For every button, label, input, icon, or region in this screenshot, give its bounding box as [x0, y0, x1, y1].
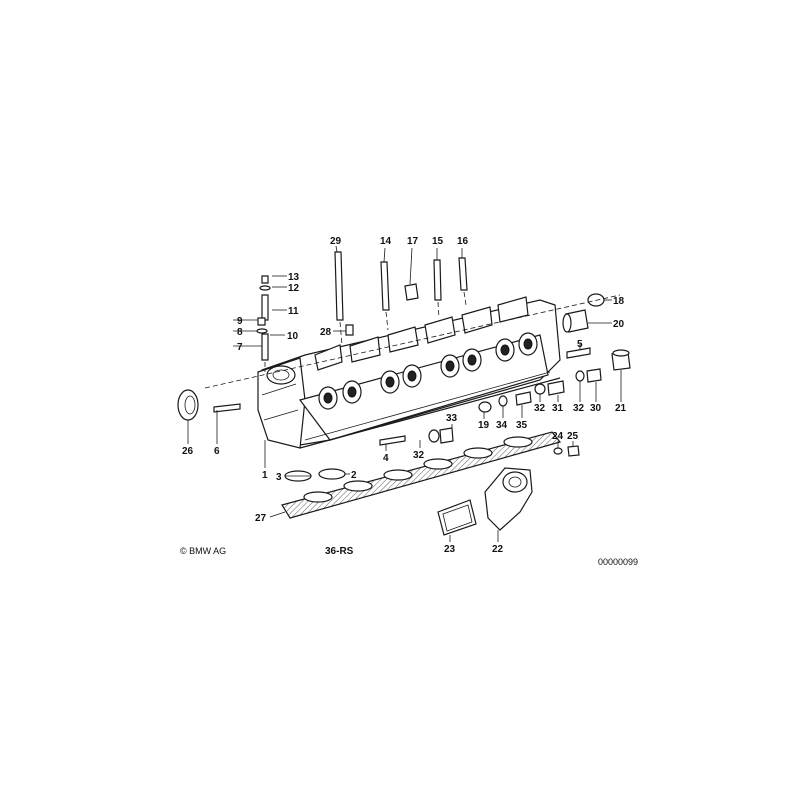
- callout-22: 22: [492, 544, 504, 555]
- callout-6: 6: [214, 446, 220, 457]
- nut-17: [404, 283, 419, 301]
- callout-16: 16: [457, 236, 469, 247]
- ring-2: [318, 468, 346, 480]
- callout-18: 18: [613, 296, 625, 307]
- callout-32-lower: 32: [413, 450, 425, 461]
- sleeve-20: [562, 309, 589, 333]
- callout-26: 26: [182, 446, 194, 457]
- fitting-21: [611, 349, 631, 371]
- callout-17: 17: [407, 236, 419, 247]
- callout-31: 31: [552, 403, 564, 414]
- stud-assembly-left: [256, 275, 271, 372]
- callout-30: 30: [590, 403, 602, 414]
- callout-20: 20: [613, 319, 625, 330]
- callout-29: 29: [330, 236, 342, 247]
- pin-4: [379, 435, 406, 446]
- callout-32-right: 32: [573, 403, 585, 414]
- callout-25: 25: [567, 431, 579, 442]
- callout-9: 9: [237, 316, 243, 327]
- stud-14: [380, 261, 390, 311]
- callout-15: 15: [432, 236, 444, 247]
- callout-5: 5: [577, 339, 583, 350]
- stud-16: [458, 257, 468, 291]
- stud-15: [433, 259, 442, 301]
- bolt-29: [334, 251, 344, 321]
- copyright-caption: © BMW AG: [180, 546, 226, 556]
- callout-2: 2: [351, 470, 357, 481]
- callout-7: 7: [237, 342, 243, 353]
- plug-set-right: [478, 368, 602, 413]
- washer-24: [553, 447, 563, 455]
- callout-3: 3: [276, 472, 282, 483]
- callout-24: 24: [552, 431, 564, 442]
- housing-22: [484, 467, 533, 531]
- callout-12: 12: [288, 283, 300, 294]
- image-number: 00000099: [598, 557, 638, 567]
- callout-35: 35: [516, 420, 528, 431]
- callout-13: 13: [288, 272, 300, 283]
- shaft-seal: [177, 389, 199, 421]
- callout-11: 11: [288, 306, 299, 317]
- port-openings: [318, 332, 538, 410]
- callout-27: 27: [255, 513, 267, 524]
- callout-34: 34: [496, 420, 508, 431]
- callout-labels: 29 14 17 15 16 13 12 11 9 10 8 28 7 18 2…: [182, 236, 627, 555]
- callout-19: 19: [478, 420, 490, 431]
- callout-4: 4: [383, 453, 389, 464]
- screw-5: [566, 347, 591, 359]
- bearing-towers: [314, 296, 529, 371]
- callout-21: 21: [615, 403, 627, 414]
- sleeve-28: [345, 324, 354, 336]
- callout-1: 1: [262, 470, 268, 481]
- leader-lines: [187, 245, 622, 542]
- callout-33: 33: [446, 413, 458, 424]
- callout-23: 23: [444, 544, 456, 555]
- dowel-pin: [213, 403, 241, 413]
- group-caption: 36-RS: [325, 546, 354, 557]
- plug-33: [428, 427, 454, 444]
- callout-8: 8: [237, 327, 243, 338]
- callout-14: 14: [380, 236, 392, 247]
- callout-10: 10: [287, 331, 299, 342]
- nut-25: [567, 445, 580, 457]
- callout-28: 28: [320, 327, 332, 338]
- head-gasket: [281, 431, 562, 519]
- gasket-23: [437, 499, 477, 536]
- callout-32-mid: 32: [534, 403, 546, 414]
